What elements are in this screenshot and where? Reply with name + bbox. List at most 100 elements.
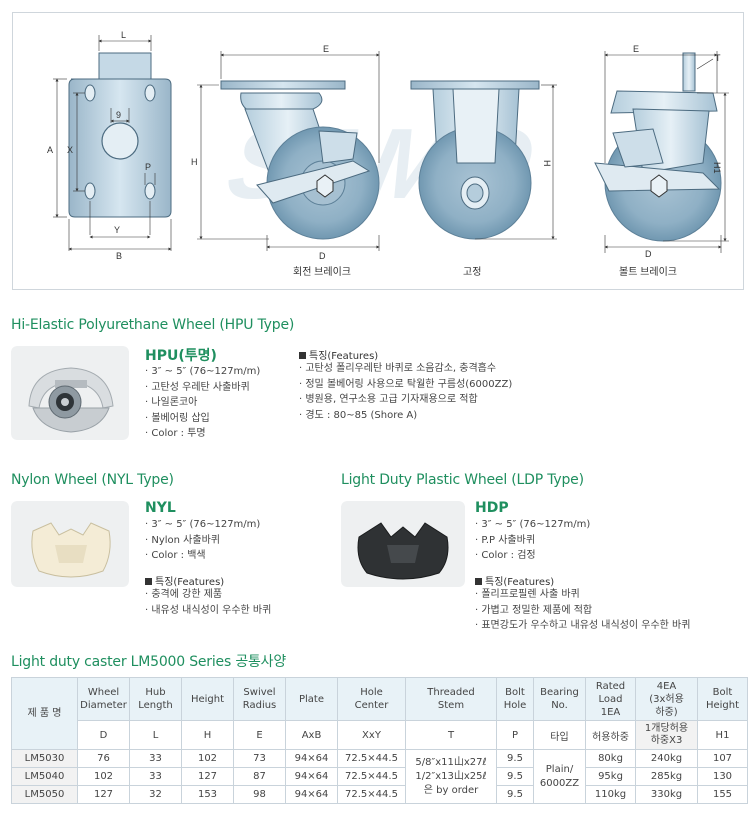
table-cell: 72.5×44.5 [337,749,406,768]
table-row: LM5050 127 32 153 98 94×64 72.5×44.5 9.5… [11,785,748,804]
code-cell: 허용하중 [585,720,636,750]
table-cell: 95kg [585,767,636,786]
table-cell: 240kg [635,749,698,768]
spec-code-row: D L H E AxB XxY T P 타입 허용하중 1개당허용 하중X3 H… [12,720,748,750]
table-row: LM5040 102 33 127 87 94×64 72.5×44.5 9.5… [11,767,748,786]
table-cell: 285kg [635,767,698,786]
nyl-features: 충격에 강한 제품 내유성 내식성이 우수한 바퀴 [145,587,271,618]
model-cell: LM5030 [11,749,78,768]
nyl-name: NYL [145,500,176,516]
code-cell: P [496,720,534,750]
bolt-brake-view: E T H1 D [594,44,729,259]
hpu-features-title: 특징(Features) [299,347,378,362]
spec-header-row: 제 품 명 Wheel Diameter Hub Length Height S… [11,677,748,750]
hpu-section-title: Hi-Elastic Polyurethane Wheel (HPU Type) [11,317,295,333]
ldp-bullet: P.P 사출바퀴 [475,533,590,549]
ldp-features-label: 특징(Features) [485,577,555,588]
threaded-stem-cell: 5/8″x11山x27ℓ 1/2″x13山x25ℓ 은 by order [405,749,497,804]
table-cell: 9.5 [496,767,534,786]
table-cell: 80kg [585,749,636,768]
code-cell: XxY [337,720,406,750]
table-cell: 330kg [635,785,698,804]
dim-label-h1: H [191,157,198,167]
dim-label-e1: E [323,44,329,54]
code-cell: D [77,720,130,750]
plate-top-view: L 9 A X P Y B [47,30,172,261]
nyl-feature: 충격에 강한 제품 [145,587,271,603]
nyl-features-label: 특징(Features) [155,577,225,588]
hpu-name: HPU(투명) [145,348,217,364]
table-cell: 76 [77,749,130,768]
hpu-bullet: 3″ ~ 5″ (76~127m/m) [145,364,260,380]
dim-label-h2: H [542,160,552,167]
table-cell: 130 [697,767,748,786]
hpu-bullet: Color : 투명 [145,426,260,442]
header-cell: Wheel Diameter [77,677,130,721]
caster-dimension-diagram: SAMO L 9 A X [12,12,744,290]
table-cell: 153 [181,785,234,804]
header-cell: Bearing No. [533,677,586,721]
hpu-feature: 고탄성 폴리우레탄 바퀴로 소음감소, 충격흡수 [299,361,512,377]
dim-label-e3: E [633,44,639,54]
table-cell: 72.5×44.5 [337,785,406,804]
nyl-wheel-image [11,501,129,587]
header-cell: Hole Center [337,677,406,721]
dim-label-t: T [715,53,721,63]
ldp-bullet: Color : 검정 [475,548,590,564]
swivel-brake-view: E H D [191,44,380,261]
header-cell: Bolt Hole [496,677,534,721]
dim-label-d3: D [645,249,652,259]
hpu-bullet: 고탄성 우레탄 사출바퀴 [145,380,260,396]
header-cell: Bolt Height [697,677,748,721]
table-cell: 155 [697,785,748,804]
dim-label-h13: H1 [712,162,722,174]
caption-swivel-brake: 회전 브레이크 [293,266,351,278]
caption-bolt-brake: 볼트 브레이크 [619,266,677,278]
header-cell: Swivel Radius [233,677,286,721]
code-cell: 1개당허용 하중X3 [635,720,698,750]
nyl-bullet: 3″ ~ 5″ (76~127m/m) [145,517,260,533]
dim-label-p: P [145,162,151,172]
table-cell: 127 [77,785,130,804]
header-cell: Plate [285,677,338,721]
table-cell: 102 [77,767,130,786]
table-cell: 33 [129,749,182,768]
ldp-feature: 폴리프로필렌 사출 바퀴 [475,587,690,603]
code-cell: H [181,720,234,750]
header-cell: Hub Length [129,677,182,721]
table-cell: 110kg [585,785,636,804]
table-cell: 33 [129,767,182,786]
table-row: LM5030 76 33 102 73 94×64 72.5×44.5 5/8″… [11,749,748,804]
model-cell: LM5040 [11,767,78,786]
hpu-features: 고탄성 폴리우레탄 바퀴로 소음감소, 충격흡수 정밀 볼베어링 사용으로 탁월… [299,361,512,423]
caption-fixed: 고정 [463,266,481,278]
ldp-feature: 표면강도가 우수하고 내유성 내식성이 우수한 바퀴 [475,618,690,634]
nyl-bullets: 3″ ~ 5″ (76~127m/m) Nylon 사출바퀴 Color : 백… [145,517,260,564]
hpu-bullet: 볼베어링 삽입 [145,411,260,427]
dim-label-d1: D [319,251,326,261]
spec-section-title: Light duty caster LM5000 Series 공통사양 [11,654,287,670]
hpu-feature: 정밀 볼베어링 사용으로 탁월한 구름성(6000ZZ) [299,377,512,393]
dim-label-nine: 9 [116,110,121,120]
hpu-feature: 경도 : 80~85 (Shore A) [299,408,512,424]
ldp-feature: 가볍고 정밀한 제품에 적합 [475,603,690,619]
table-cell: 87 [233,767,286,786]
table-cell: 102 [181,749,234,768]
dim-label-b: B [116,251,122,261]
ldp-bullet: 3″ ~ 5″ (76~127m/m) [475,517,590,533]
ldp-name: HDP [475,500,509,516]
code-cell: E [233,720,286,750]
nyl-section-title: Nylon Wheel (NYL Type) [11,472,174,488]
bearing-cell: Plain/ 6000ZZ [533,749,586,804]
header-cell: Threaded Stem [405,677,497,721]
table-cell: 94×64 [285,785,338,804]
hpu-features-label: 특징(Features) [309,351,379,362]
dim-label-x: X [67,145,73,155]
header-cell: 4EA (3x허용 하중) [635,677,698,721]
nyl-features-title: 특징(Features) [145,573,224,588]
fixed-caster-view: H [410,80,557,240]
table-cell: 98 [233,785,286,804]
table-cell: 94×64 [285,749,338,768]
code-cell: 타입 [533,720,586,750]
hpu-bullets: 3″ ~ 5″ (76~127m/m) 고탄성 우레탄 사출바퀴 나일론코아 볼… [145,364,260,442]
